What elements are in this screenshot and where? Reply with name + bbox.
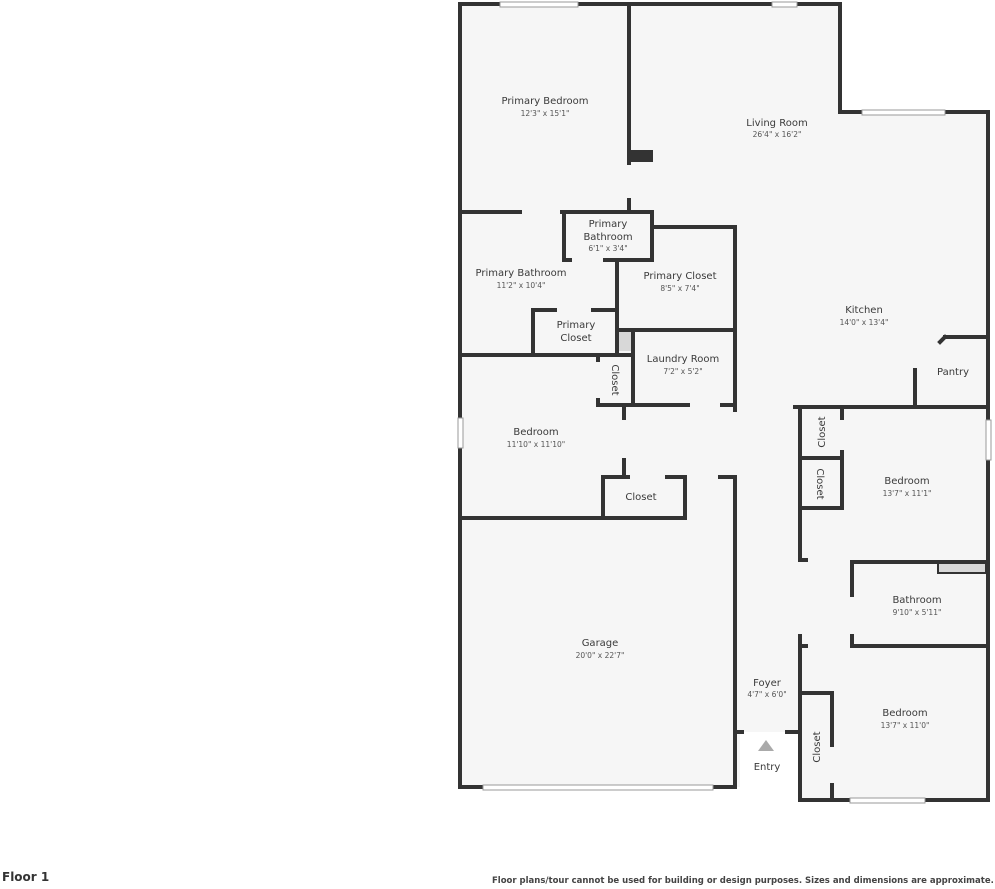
- svg-text:11'10" x 11'10": 11'10" x 11'10": [507, 440, 565, 449]
- svg-text:12'3" x 15'1": 12'3" x 15'1": [521, 109, 570, 118]
- room-closet-west: Closet: [625, 492, 656, 503]
- svg-text:6'1" x 3'4": 6'1" x 3'4": [588, 244, 627, 253]
- svg-text:20'0" x 22'7": 20'0" x 22'7": [576, 651, 625, 660]
- room-closet-east-1: Closet: [817, 416, 828, 447]
- svg-text:14'0" x 13'4": 14'0" x 13'4": [840, 318, 889, 327]
- svg-text:7'2" x 5'2": 7'2" x 5'2": [663, 367, 702, 376]
- room-laundry: Laundry Room: [647, 354, 719, 365]
- svg-text:8'5" x 7'4": 8'5" x 7'4": [660, 284, 699, 293]
- svg-text:13'7" x 11'0": 13'7" x 11'0": [881, 721, 930, 730]
- svg-text:Bathroom: Bathroom: [583, 232, 632, 243]
- room-primary-closet: Primary Closet: [644, 271, 717, 282]
- disclaimer-text: Floor plans/tour cannot be used for buil…: [492, 876, 994, 886]
- room-kitchen: Kitchen: [845, 305, 883, 316]
- svg-text:4'7" x 6'0": 4'7" x 6'0": [747, 690, 786, 699]
- room-pantry: Pantry: [937, 367, 969, 378]
- room-living-room: Living Room: [746, 118, 807, 129]
- room-closet-east-2: Closet: [814, 468, 825, 499]
- windows: [457, 1, 992, 804]
- room-bedroom-east-upper: Bedroom: [884, 476, 929, 487]
- svg-text:13'7" x 11'1": 13'7" x 11'1": [883, 489, 932, 498]
- hatch-laundry: [618, 331, 632, 351]
- svg-text:11'2" x 10'4": 11'2" x 10'4": [497, 281, 546, 290]
- room-bathroom: Bathroom: [892, 595, 941, 606]
- room-primary-bedroom: Primary Bedroom: [501, 96, 588, 107]
- entry-cutout: [740, 732, 800, 802]
- svg-text:Closet: Closet: [560, 333, 591, 344]
- room-closet-west-vertical: Closet: [609, 364, 620, 395]
- room-primary-bathroom-small: Primary: [589, 219, 628, 230]
- walls: [458, 2, 990, 802]
- svg-text:9'10" x 5'11": 9'10" x 5'11": [893, 608, 942, 617]
- room-foyer: Foyer: [753, 678, 782, 689]
- floor-area: [460, 4, 988, 800]
- room-closet-east-lower: Closet: [812, 731, 823, 762]
- hatch-bathroom: [937, 562, 987, 574]
- room-bedroom-west: Bedroom: [513, 427, 558, 438]
- svg-text:26'4" x 16'2": 26'4" x 16'2": [753, 130, 802, 139]
- room-garage: Garage: [582, 638, 619, 649]
- entry-label: Entry: [754, 762, 781, 773]
- room-primary-bathroom: Primary Bathroom: [476, 268, 567, 279]
- floor-label: Floor 1: [2, 870, 50, 884]
- entry-arrow-icon: [758, 740, 774, 751]
- room-labels: Primary Bedroom 12'3" x 15'1" Living Roo…: [476, 96, 970, 773]
- room-primary-closet-small: Primary: [557, 320, 596, 331]
- room-bedroom-east-lower: Bedroom: [882, 708, 927, 719]
